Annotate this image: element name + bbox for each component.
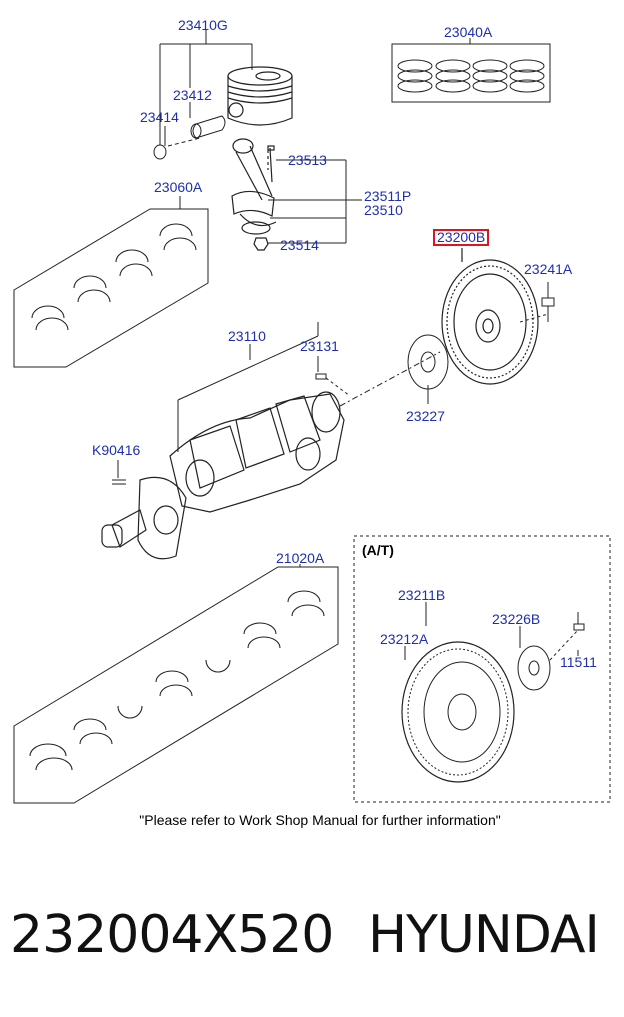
callout-23414[interactable]: 23414 — [140, 109, 179, 125]
flywheel-bolt — [519, 282, 555, 323]
callout-23131[interactable]: 23131 — [300, 338, 339, 354]
callout-23211B[interactable]: 23211B — [398, 587, 446, 603]
brand-name: HYUNDAI — [368, 905, 600, 965]
part-number: 232004X520 — [10, 905, 334, 965]
callout-23040A[interactable]: 23040A — [444, 24, 493, 40]
callout-K90416[interactable]: K90416 — [92, 442, 141, 458]
callout-23241A[interactable]: 23241A — [524, 261, 573, 277]
main-bearings-box — [13, 564, 339, 804]
callout-23510[interactable]: 23510 — [364, 202, 403, 218]
crankshaft-leaders — [112, 322, 351, 485]
callout-23212A[interactable]: 23212A — [380, 631, 429, 647]
auto-transmission-box — [353, 535, 611, 803]
callout-11511[interactable]: 11511 — [560, 654, 597, 670]
piston-rings-box — [391, 38, 551, 103]
conrod-leaders — [268, 159, 362, 244]
callout-21020A[interactable]: 21020A — [276, 550, 325, 566]
flywheel — [441, 248, 539, 385]
callout-23511P[interactable]: 23511P — [364, 188, 412, 204]
at-box-label: (A/T) — [362, 542, 394, 558]
callout-23110[interactable]: 23110 — [228, 328, 266, 344]
piston-pin — [167, 115, 226, 147]
callout-23200B[interactable]: 23200B — [433, 229, 490, 246]
callout-23226B[interactable]: 23226B — [492, 611, 541, 627]
callout-23060A[interactable]: 23060A — [154, 179, 203, 195]
piston — [227, 66, 293, 126]
callout-23227[interactable]: 23227 — [406, 408, 445, 424]
callout-23514[interactable]: 23514 — [280, 237, 319, 253]
callout-23410G[interactable]: 23410G — [178, 17, 228, 33]
crankshaft — [101, 391, 345, 560]
connecting-rod — [231, 138, 277, 251]
manual-note: "Please refer to Work Shop Manual for fu… — [139, 812, 501, 828]
conrod-bearings-box — [13, 196, 209, 368]
drive-plate — [339, 334, 449, 407]
callout-23412[interactable]: 23412 — [173, 87, 212, 103]
callout-23513[interactable]: 23513 — [288, 152, 327, 168]
piston-assembly-leaders — [159, 30, 253, 146]
exploded-parts-diagram — [13, 30, 611, 804]
snap-ring — [153, 144, 167, 160]
